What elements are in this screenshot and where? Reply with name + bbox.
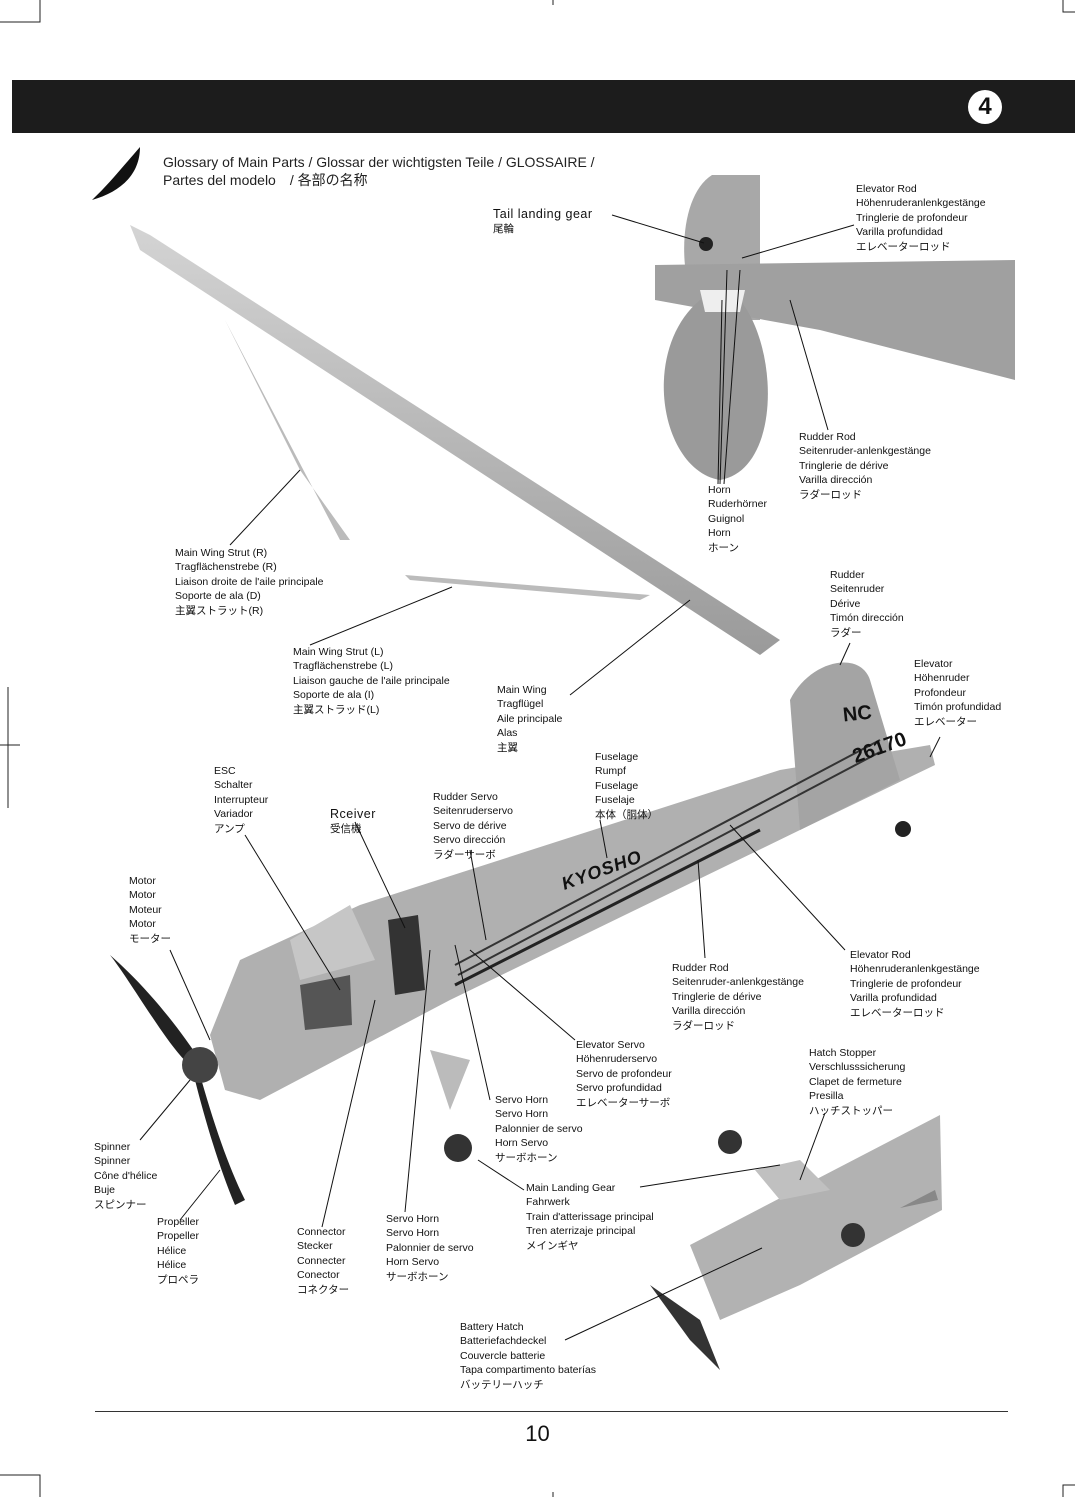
label-receiver: Rceiver 受信機: [330, 807, 376, 835]
title-line-1: Glossary of Main Parts / Glossar der wic…: [163, 154, 595, 170]
leader-lines: [139, 214, 941, 1341]
page-title: Glossary of Main Parts / Glossar der wic…: [163, 153, 595, 189]
tail-closeup-image: [655, 175, 1015, 480]
page-number-badge: 4: [968, 90, 1002, 124]
main-wing-image: [130, 225, 780, 655]
footer-divider: [95, 1411, 1008, 1412]
label-main-wing-strut-l: Main Wing Strut (L)Tragflächenstrebe (L)…: [293, 646, 450, 716]
registration-decal-nc: NC: [841, 701, 873, 727]
header-bar: [12, 80, 1075, 133]
bottom-view-image: [650, 1115, 942, 1370]
label-main-wing-strut-r: Main Wing Strut (R)Tragflächenstrebe (R)…: [175, 547, 324, 617]
fuselage-image: [110, 662, 935, 1205]
label-tail-landing-gear: Tail landing gear 尾輪: [493, 207, 593, 235]
footer-page-number: 10: [525, 1421, 550, 1446]
title-line-2: Partes del modelo / 各部の名称: [163, 172, 368, 188]
